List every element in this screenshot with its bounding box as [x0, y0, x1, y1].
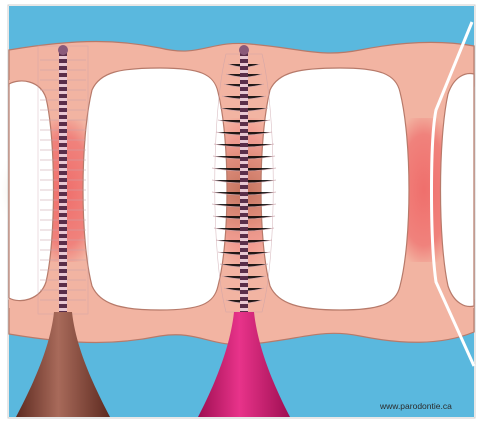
tooth-2 — [83, 68, 227, 310]
watermark-text: www.parodontie.ca — [379, 401, 452, 411]
tooth-4 — [441, 74, 475, 307]
tooth-3 — [261, 68, 409, 310]
tooth-1 — [9, 81, 54, 301]
